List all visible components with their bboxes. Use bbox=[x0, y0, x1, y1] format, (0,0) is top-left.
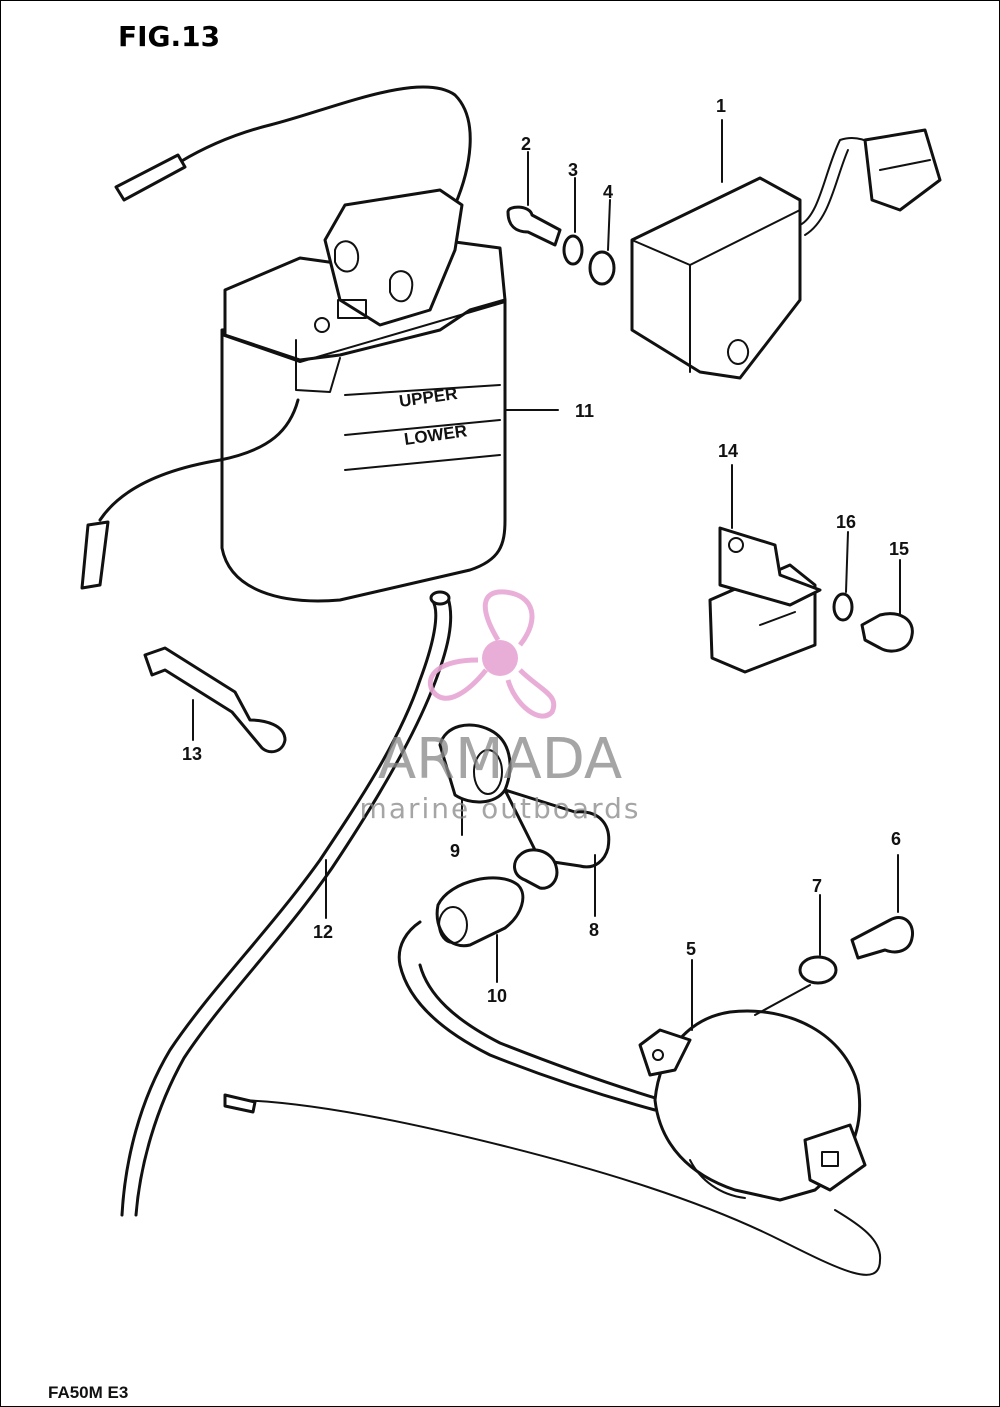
callout-12: 12 bbox=[313, 922, 333, 942]
callout-2: 2 bbox=[521, 134, 531, 154]
callout-16: 16 bbox=[836, 512, 856, 532]
watermark-logo: ARMADA marine outboards bbox=[360, 589, 641, 825]
callout-10: 10 bbox=[487, 986, 507, 1006]
relay bbox=[708, 526, 822, 674]
watermark-tagline: marine outboards bbox=[360, 792, 641, 825]
plug-cap-10 bbox=[435, 876, 525, 948]
callout-11: 11 bbox=[575, 401, 594, 421]
washer-16 bbox=[832, 592, 854, 622]
leader-16 bbox=[845, 531, 849, 593]
leader-4 bbox=[607, 199, 611, 251]
callout-14: 14 bbox=[718, 441, 738, 461]
plug-cap-8 bbox=[503, 788, 611, 869]
washer-7 bbox=[798, 955, 838, 985]
high-tension-cord-12 bbox=[120, 598, 438, 1217]
callout-5: 5 bbox=[686, 939, 696, 959]
high-tension-cord-12-edge bbox=[134, 596, 453, 1217]
battery: UPPER LOWER bbox=[80, 85, 507, 603]
screw-15 bbox=[860, 612, 914, 653]
washer-4 bbox=[588, 250, 616, 286]
figure-title: FIG.13 bbox=[118, 20, 220, 53]
model-code: FA50M E3 bbox=[48, 1383, 128, 1402]
callout-4: 4 bbox=[603, 182, 613, 202]
callout-13: 13 bbox=[182, 744, 202, 764]
ignition-coil bbox=[223, 920, 882, 1276]
bolt-2 bbox=[506, 205, 562, 247]
bracket-13 bbox=[143, 646, 287, 754]
callout-3: 3 bbox=[568, 160, 578, 180]
watermark-brand: ARMADA bbox=[378, 727, 622, 792]
cord-end bbox=[429, 590, 451, 606]
leader-5-b bbox=[754, 984, 811, 1016]
callout-9: 9 bbox=[450, 841, 460, 861]
cdi-unit bbox=[630, 128, 942, 380]
callout-7: 7 bbox=[812, 876, 822, 896]
callout-15: 15 bbox=[889, 539, 909, 559]
lock-washer-3 bbox=[562, 234, 584, 266]
callout-6: 6 bbox=[891, 829, 901, 849]
callout-1: 1 bbox=[716, 96, 726, 116]
callout-8: 8 bbox=[589, 920, 599, 940]
propeller-icon bbox=[427, 589, 557, 719]
bolt-6 bbox=[850, 916, 915, 960]
